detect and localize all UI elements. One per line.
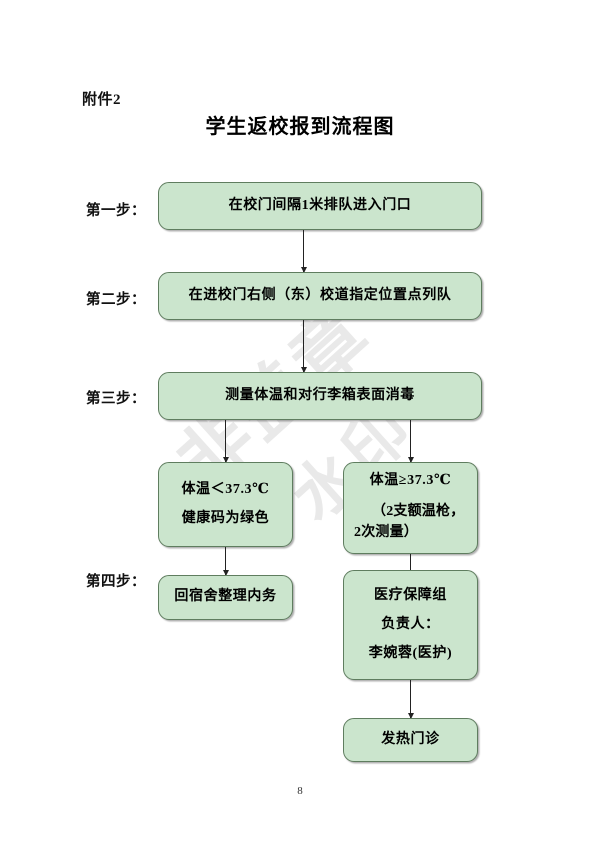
connector-normal-to-dorm <box>225 547 227 575</box>
node-text-line1: 体温＜37.3℃ <box>181 481 270 497</box>
node-text-line3: 李婉蓉(医护) <box>368 646 453 662</box>
flow-node-normal-temp[interactable]: 体温＜37.3℃ 健康码为绿色 <box>158 462 293 547</box>
flow-node-lineup[interactable]: 在进校门右侧（东）校道指定位置点列队 <box>158 272 482 320</box>
attachment-label: 附件2 <box>82 92 122 108</box>
page-title: 学生返校报到流程图 <box>205 116 395 138</box>
flow-node-medical-group[interactable]: 医疗保障组 负责人： 李婉蓉(医护) <box>343 570 478 680</box>
node-text-line1: 医疗保障组 <box>374 587 447 603</box>
node-text: 在进校门右侧（东）校道指定位置点列队 <box>188 287 452 303</box>
flow-node-high-temp[interactable]: 体温≥37.3℃ （2支额温枪，2次测量） <box>343 462 478 554</box>
flow-node-fever-clinic[interactable]: 发热门诊 <box>343 718 478 762</box>
connector-entry-to-lineup <box>303 230 305 272</box>
node-text: 回宿舍整理内务 <box>174 589 277 605</box>
step-label-4: 第四步： <box>86 574 146 590</box>
page-number: 8 <box>297 785 303 797</box>
connector-lineup-to-temp-check <box>303 320 305 372</box>
connector-temp-check-to-normal <box>225 420 227 462</box>
node-text: 在校门间隔1米排队进入门口 <box>228 197 412 213</box>
flow-node-dorm[interactable]: 回宿舍整理内务 <box>158 575 293 620</box>
node-text: 发热门诊 <box>381 731 440 747</box>
connector-high-to-medical <box>410 554 412 579</box>
node-text-line2: （2支额温枪，2次测量） <box>354 504 465 540</box>
connector-temp-check-to-high <box>410 420 412 462</box>
node-text: 测量体温和对行李箱表面消毒 <box>225 387 415 403</box>
flow-node-temp-check[interactable]: 测量体温和对行李箱表面消毒 <box>158 372 482 420</box>
connector-medical-to-fever-clinic <box>410 680 412 718</box>
flow-node-entry-queue[interactable]: 在校门间隔1米排队进入门口 <box>158 182 482 230</box>
node-text-line1: 体温≥37.3℃ <box>369 473 452 489</box>
step-label-3: 第三步： <box>86 391 146 407</box>
step-label-2: 第二步： <box>86 292 146 308</box>
node-text-line2: 负责人： <box>381 616 440 632</box>
node-text-line2: 健康码为绿色 <box>181 511 270 526</box>
step-label-1: 第一步： <box>86 203 146 219</box>
